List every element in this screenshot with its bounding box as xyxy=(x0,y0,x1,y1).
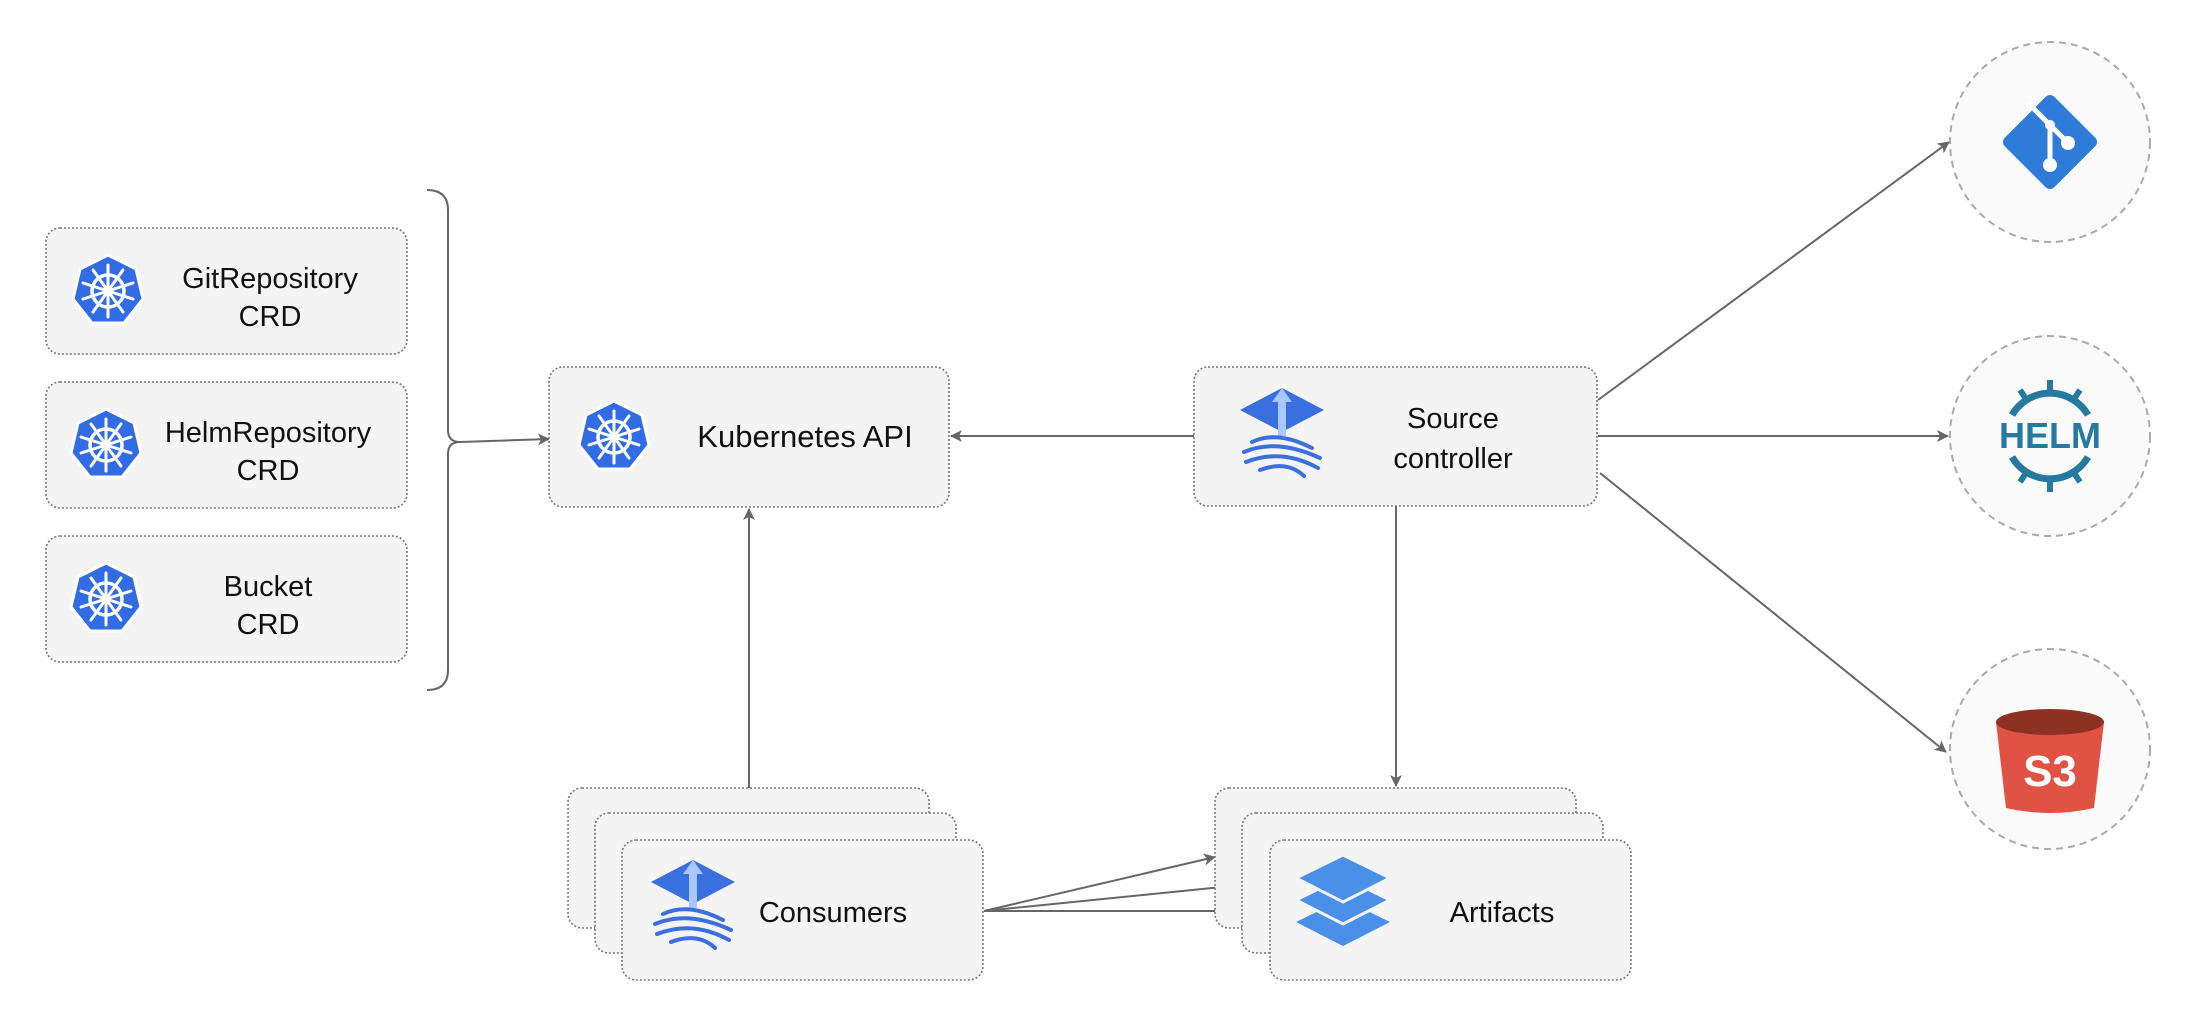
arrow-crds-to-kubernetes-api xyxy=(459,433,550,446)
artifacts-node: Artifacts xyxy=(1214,787,1632,981)
helm-icon: HELM xyxy=(1999,380,2101,492)
bucket-crd-node: Bucket CRD xyxy=(45,535,408,663)
s3-logo-text: S3 xyxy=(2023,747,2077,796)
source-controller-node: Source controller xyxy=(1193,366,1598,507)
helm-source-node: HELM xyxy=(1949,335,2151,537)
crd-label-line2: CRD xyxy=(237,609,300,641)
arrow-consumers-to-artifacts-2 xyxy=(983,880,1243,912)
crd-brace xyxy=(426,189,461,691)
crd-label-line1: GitRepository xyxy=(182,263,358,295)
source-controller-label-line2: controller xyxy=(1393,443,1513,475)
consumers-node: Consumers xyxy=(567,787,984,981)
artifacts-label: Artifacts xyxy=(1450,897,1555,929)
crd-label-line1: HelmRepository xyxy=(165,417,372,449)
consumers-label: Consumers xyxy=(759,897,907,929)
kubernetes-api-label: Kubernetes API xyxy=(697,419,912,454)
arrow-source-controller-to-s3 xyxy=(1599,472,1947,753)
kubernetes-api-node: Kubernetes API xyxy=(548,366,950,508)
gitrepository-crd-node: GitRepository CRD xyxy=(45,227,408,355)
crd-label-line2: CRD xyxy=(239,301,302,333)
arrow-consumers-to-artifacts-1 xyxy=(983,853,1216,912)
helm-logo-text: HELM xyxy=(1999,415,2101,456)
crd-label-line1: Bucket xyxy=(224,571,313,603)
s3-bucket-icon: S3 xyxy=(1996,709,2104,813)
layers-icon xyxy=(1292,853,1394,946)
helmrepository-crd-node: HelmRepository CRD xyxy=(45,381,408,509)
git-icon xyxy=(2002,94,2098,190)
source-controller-label-line1: Source xyxy=(1407,403,1499,435)
arrow-source-controller-to-git xyxy=(1597,141,1950,401)
crd-label-line2: CRD xyxy=(237,455,300,487)
s3-source-node: S3 xyxy=(1949,648,2151,850)
git-source-node xyxy=(1949,41,2151,243)
